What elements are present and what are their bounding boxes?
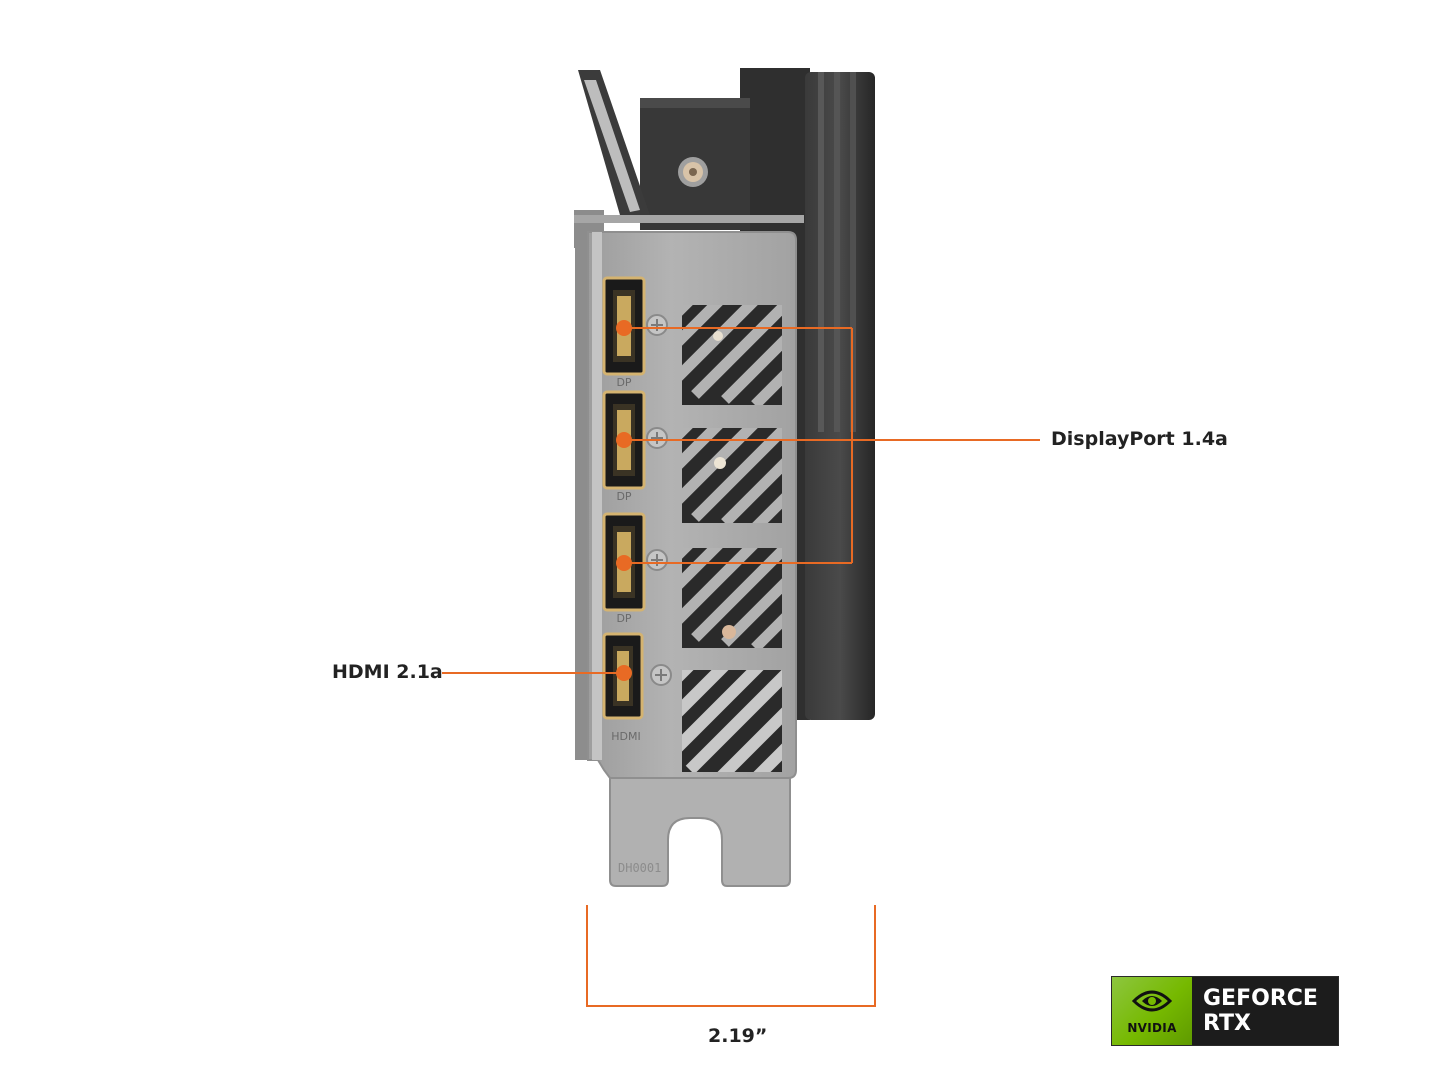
screw-icon xyxy=(646,549,668,571)
port-marking: HDMI xyxy=(611,730,640,743)
nvidia-eye-icon xyxy=(1131,990,1173,1012)
nvidia-wordmark: NVIDIA xyxy=(1127,1021,1177,1035)
dimension-bracket xyxy=(586,905,876,1007)
cooler-shroud xyxy=(574,68,875,760)
vent-block xyxy=(682,548,782,648)
screw-icon xyxy=(650,664,672,686)
port-marking: DP xyxy=(616,376,631,389)
io-bracket: DH0001 xyxy=(587,231,797,887)
bracket-stamp: DH0001 xyxy=(618,861,661,875)
vent-block xyxy=(682,428,782,523)
geforce-rtx-text: GEFORCE RTX xyxy=(1192,977,1338,1045)
hdmi-callout xyxy=(442,665,632,681)
badge-line-1: GEFORCE xyxy=(1203,986,1318,1011)
vent-block xyxy=(682,670,782,772)
screw-icon xyxy=(646,314,668,336)
callout-dot xyxy=(616,320,632,571)
screw-icon xyxy=(678,157,708,187)
nvidia-logo: NVIDIA xyxy=(1112,977,1192,1045)
port-marking: DP xyxy=(616,612,631,625)
badge-line-2: RTX xyxy=(1203,1011,1251,1036)
displayport-label: DisplayPort 1.4a xyxy=(1051,428,1228,450)
geforce-rtx-badge: NVIDIA GEFORCE RTX xyxy=(1111,976,1339,1046)
screw-icon xyxy=(646,427,668,449)
dimension-label: 2.19” xyxy=(708,1025,768,1047)
vent-block xyxy=(682,305,782,405)
displayport-callout xyxy=(624,327,1040,564)
hdmi-label: HDMI 2.1a xyxy=(332,661,443,683)
port-marking: DP xyxy=(616,490,631,503)
